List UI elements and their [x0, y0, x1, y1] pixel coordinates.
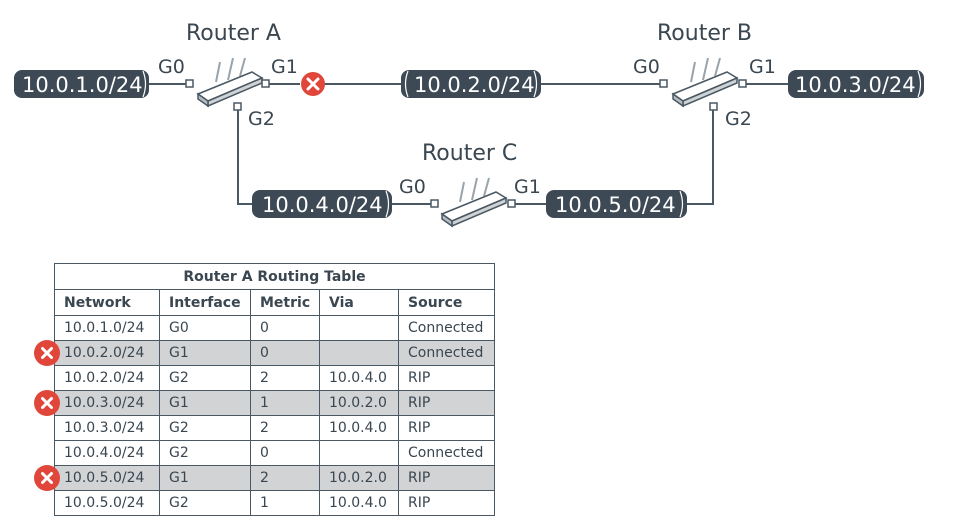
- cell-network: 10.0.3.0/24: [54, 415, 160, 441]
- network-diagram: 10.0.1.0/24 10.0.2.0/24 10.0.3.0/24 10.0…: [14, 21, 924, 227]
- router-a-g0-label: G0: [158, 56, 185, 78]
- cell-source: RIP: [398, 465, 495, 491]
- cell-source: RIP: [398, 390, 495, 416]
- links: [148, 83, 790, 205]
- cell-metric: 0: [250, 315, 320, 341]
- column-header-source: Source: [398, 289, 495, 316]
- router-c-g1-label: G1: [514, 176, 541, 198]
- cell-via: [319, 315, 399, 341]
- cell-interface: G1: [159, 340, 251, 366]
- cell-network: 10.0.5.0/24: [54, 490, 160, 516]
- router-c-icon: [441, 177, 507, 227]
- router-b: Router B G0 G1 G2: [633, 21, 776, 130]
- cell-interface: G2: [159, 415, 251, 441]
- routing-table-title: Router A Routing Table: [54, 263, 495, 290]
- router-c: Router C G0 G1: [399, 141, 541, 227]
- cell-source: Connected: [398, 340, 495, 366]
- router-a-g2-label: G2: [248, 108, 275, 130]
- svg-text:10.0.5.0/24: 10.0.5.0/24: [555, 193, 676, 217]
- cell-metric: 2: [250, 365, 320, 391]
- x-icon: [34, 390, 60, 416]
- cell-interface: G1: [159, 390, 251, 416]
- link-n5-router-b: [686, 108, 714, 205]
- network-pill-n1: 10.0.1.0/24: [14, 70, 149, 98]
- cell-interface: G2: [159, 490, 251, 516]
- svg-text:10.0.4.0/24: 10.0.4.0/24: [262, 193, 383, 217]
- cell-interface: G2: [159, 440, 251, 466]
- cell-metric: 1: [250, 490, 320, 516]
- x-icon: [34, 465, 60, 491]
- cell-network: 10.0.3.0/24: [54, 390, 160, 416]
- x-icon: [301, 72, 325, 96]
- cell-source: RIP: [398, 490, 495, 516]
- cell-metric: 2: [250, 415, 320, 441]
- link-router-a-n4: [237, 108, 252, 205]
- cell-via: 10.0.4.0: [319, 490, 399, 516]
- cell-source: RIP: [398, 365, 495, 391]
- cell-metric: 0: [250, 340, 320, 366]
- router-b-port-g1: [738, 79, 747, 88]
- cell-via: 10.0.2.0: [319, 465, 399, 491]
- router-b-g1-label: G1: [749, 56, 776, 78]
- cell-via: 10.0.4.0: [319, 365, 399, 391]
- router-b-icon: [672, 57, 738, 107]
- cell-metric: 0: [250, 440, 320, 466]
- cell-via: [319, 340, 399, 366]
- network-pill-n2: 10.0.2.0/24: [401, 70, 541, 98]
- router-c-port-g1: [507, 199, 516, 208]
- column-header-interface: Interface: [159, 289, 251, 316]
- cell-via: [319, 440, 399, 466]
- column-header-via: Via: [319, 289, 399, 316]
- cell-network: 10.0.5.0/24: [54, 465, 160, 491]
- svg-text:10.0.2.0/24: 10.0.2.0/24: [414, 73, 535, 97]
- network-pill-n3: 10.0.3.0/24: [788, 70, 924, 98]
- cell-network: 10.0.2.0/24: [54, 365, 160, 391]
- cell-source: Connected: [398, 315, 495, 341]
- router-a-icon: [197, 57, 263, 107]
- cell-interface: G0: [159, 315, 251, 341]
- network-pill-n5: 10.0.5.0/24: [546, 190, 687, 218]
- routing-table: Router A Routing Table Network Interface…: [54, 263, 495, 516]
- router-a-port-g2: [233, 102, 242, 111]
- router-b-port-g0: [659, 79, 668, 88]
- svg-text:10.0.3.0/24: 10.0.3.0/24: [795, 73, 916, 97]
- cell-source: Connected: [398, 440, 495, 466]
- cell-interface: G2: [159, 365, 251, 391]
- cell-metric: 2: [250, 465, 320, 491]
- router-b-label: Router B: [657, 21, 752, 46]
- cell-network: 10.0.4.0/24: [54, 440, 160, 466]
- cell-via: 10.0.2.0: [319, 390, 399, 416]
- cell-via: 10.0.4.0: [319, 415, 399, 441]
- router-a-port-g0: [185, 79, 194, 88]
- router-a-g1-label: G1: [271, 56, 298, 78]
- cell-network: 10.0.2.0/24: [54, 340, 160, 366]
- router-c-port-g0: [430, 199, 439, 208]
- column-header-network: Network: [54, 289, 160, 316]
- router-b-port-g2: [709, 102, 718, 111]
- router-a: Router A G0 G1 G2: [158, 21, 298, 130]
- network-pill-n4: 10.0.4.0/24: [252, 190, 392, 218]
- router-c-label: Router C: [422, 141, 517, 166]
- cell-network: 10.0.1.0/24: [54, 315, 160, 341]
- router-b-g0-label: G0: [633, 56, 660, 78]
- column-header-metric: Metric: [250, 289, 320, 316]
- router-a-label: Router A: [186, 21, 281, 46]
- svg-text:10.0.1.0/24: 10.0.1.0/24: [22, 73, 143, 97]
- router-c-g0-label: G0: [399, 176, 426, 198]
- router-b-g2-label: G2: [725, 108, 752, 130]
- cell-source: RIP: [398, 415, 495, 441]
- router-a-port-g1: [261, 79, 270, 88]
- cell-metric: 1: [250, 390, 320, 416]
- cell-interface: G1: [159, 465, 251, 491]
- x-icon: [34, 340, 60, 366]
